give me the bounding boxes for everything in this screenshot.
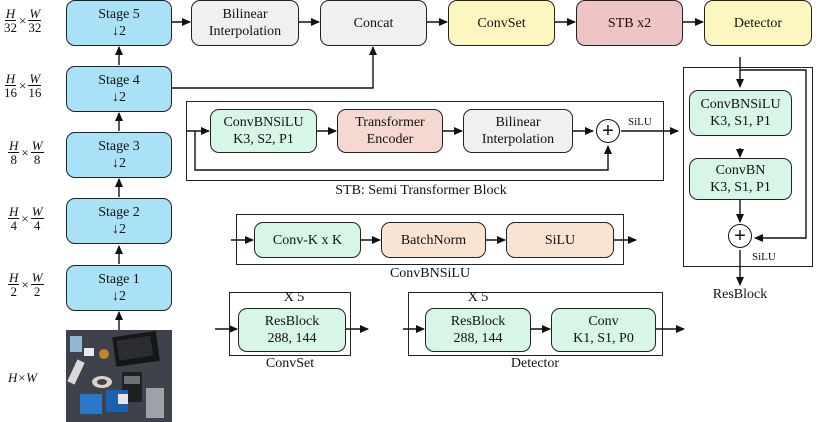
stage3-downsample: ↓2 [112, 156, 126, 171]
conv-kxk-block: Conv-K x K [254, 222, 361, 258]
stage1-downsample: ↓2 [112, 289, 126, 304]
stage2-block: Stage 2 ↓2 [66, 198, 172, 244]
resblock-caption: ResBlock [712, 287, 768, 302]
transformer-encoder-block: Transformer Encoder [337, 109, 443, 153]
encoder-line2: Encoder [366, 132, 414, 147]
detector-resblock-block: ResBlock 288, 144 [425, 308, 531, 352]
top-bilinear-line1: Bilinear [222, 7, 268, 22]
stb-bilinear-line2: Interpolation [481, 132, 555, 147]
convset-caption: ConvSet [265, 356, 315, 371]
concat-label: Concat [353, 15, 394, 31]
stage5-downsample: ↓2 [112, 24, 126, 39]
encoder-line1: Transformer [355, 115, 425, 130]
stage1-label: Stage 1 [98, 272, 140, 287]
input-image [66, 330, 172, 422]
detector-resblock-line1: ResBlock [450, 314, 506, 329]
resblock-convbn-block: ConvBN K3, S1, P1 [689, 158, 792, 200]
stb-bilinear-line1: Bilinear [495, 115, 541, 130]
detector-conv-block: Conv K1, S1, P0 [551, 308, 656, 352]
stb-x2-block: STB x2 [576, 0, 683, 46]
stb-caption: STB: Semi Transformer Block [335, 183, 507, 198]
stage4-label: Stage 4 [98, 73, 140, 88]
detector-conv-line2: K1, S1, P0 [573, 331, 634, 346]
batchnorm-block: BatchNorm [381, 222, 486, 258]
detector-block: Detector [704, 0, 812, 46]
convset-label: ConvSet [477, 15, 526, 31]
resblock-convbnsilu-line2: K3, S1, P1 [710, 114, 771, 129]
convset-repeat-label: X 5 [283, 290, 305, 305]
resblock-frame [683, 67, 813, 267]
stage3-block: Stage 3 ↓2 [66, 132, 172, 178]
stage2-label: Stage 2 [98, 205, 140, 220]
concat-block: Concat [320, 0, 427, 46]
stage3-label: Stage 3 [98, 139, 140, 154]
convset-resblock-line2: 288, 144 [267, 331, 317, 346]
stb-bilinear-interpolation-block: Bilinear Interpolation [463, 109, 573, 153]
stb-convbnsilu-line2: K3, S2, P1 [233, 132, 294, 147]
stb-add-icon: + [596, 119, 620, 143]
stb-silu-label: SiLU [628, 116, 652, 128]
convset-frame [229, 292, 351, 356]
convset-resblock-line1: ResBlock [264, 314, 320, 329]
top-bilinear-interpolation-block: Bilinear Interpolation [191, 0, 299, 46]
stb-convbnsilu-line1: ConvBNSiLU [223, 115, 304, 130]
silu-block: SiLU [506, 222, 614, 258]
resblock-convbn-line1: ConvBN [715, 163, 766, 178]
detector-resblock-line2: 288, 144 [453, 331, 503, 346]
convbnsilu-frame [236, 214, 624, 265]
top-bilinear-line2: Interpolation [208, 24, 282, 39]
resblock-silu-label: SiLU [752, 251, 776, 263]
resblock-add-icon: + [728, 224, 752, 248]
detector-conv-line1: Conv [588, 314, 619, 329]
stage4-downsample: ↓2 [112, 90, 126, 105]
detector-repeat-label: X 5 [467, 290, 489, 305]
convset-block: ConvSet [448, 0, 555, 46]
stage2-downsample: ↓2 [112, 222, 126, 237]
conv-kxk-label: Conv-K x K [272, 232, 343, 248]
stb-frame [186, 101, 664, 181]
input-size-label: H×W [8, 370, 37, 385]
stage5-block: Stage 5 ↓2 [66, 0, 172, 46]
convset-resblock-block: ResBlock 288, 144 [238, 308, 346, 352]
stb-x2-label: STB x2 [607, 15, 652, 31]
resblock-convbnsilu-block: ConvBNSiLU K3, S1, P1 [689, 90, 792, 136]
stb-convbnsilu-block: ConvBNSiLU K3, S2, P1 [210, 109, 317, 153]
detector-label: Detector [733, 15, 783, 31]
detector-frame [408, 292, 663, 356]
stage4-block: Stage 4 ↓2 [66, 66, 172, 112]
stage5-label: Stage 5 [98, 7, 140, 22]
silu-label: SiLU [544, 232, 576, 248]
stage1-block: Stage 1 ↓2 [66, 265, 172, 311]
resblock-convbn-line2: K3, S1, P1 [710, 180, 771, 195]
convbnsilu-caption: ConvBNSiLU [389, 266, 471, 281]
resblock-convbnsilu-line1: ConvBNSiLU [700, 97, 781, 112]
batchnorm-label: BatchNorm [400, 232, 467, 248]
detector-caption: Detector [510, 356, 560, 371]
